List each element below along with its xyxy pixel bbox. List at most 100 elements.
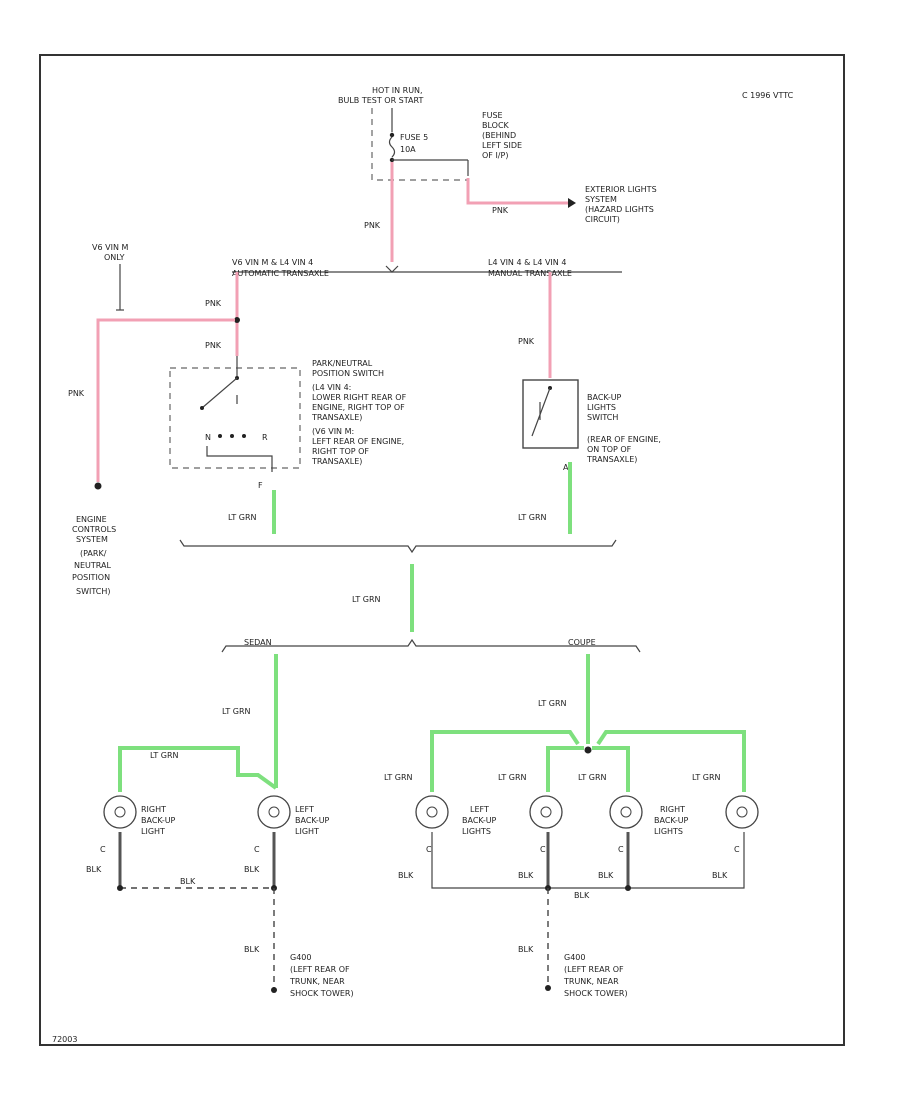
manual-pnk-label: PNK [518, 337, 535, 346]
sedan-left-light-label-1: LEFT [295, 805, 314, 814]
coupe-ground-blk-label: BLK [518, 945, 534, 954]
merge-brace [179, 539, 617, 554]
backup-lights-switch: BACK-UP LIGHTS SWITCH (REAR OF ENGINE, O… [522, 379, 661, 472]
coupe-right-inner-term-c: C [618, 845, 624, 854]
coupe-left-lights-label-1: LEFT [470, 805, 489, 814]
coupe-blk-label-4: BLK [712, 871, 728, 880]
pnp-contact-n [218, 434, 222, 438]
coupe-left-inner-bulb [529, 795, 563, 829]
sedan-left-filament [268, 806, 280, 818]
v6-only-label-1: V6 VIN M [92, 243, 128, 252]
fuse-amp-label: 10A [400, 145, 416, 154]
backup-switch-arm [531, 387, 551, 437]
fuse-pnk-label: PNK [364, 221, 381, 230]
backup-switch-label-4: (REAR OF ENGINE, [587, 435, 661, 444]
sedan-ground-label-2: (LEFT REAR OF [290, 965, 350, 974]
sedan-right-filament [114, 806, 126, 818]
auto-pnk-label-1: PNK [205, 299, 222, 308]
coupe-left-lights-label-2: BACK-UP [462, 816, 497, 825]
coupe-inner-left-ltgrn [546, 746, 584, 792]
coupe-right-outer-filament [736, 806, 748, 818]
engine-controls-label-1: ENGINE [76, 515, 107, 524]
fuse-block-label-1: FUSE [482, 111, 503, 120]
coupe-ground-label-4: SHOCK TOWER) [564, 989, 628, 998]
coupe-right-inner-bulb [609, 795, 643, 829]
ext-lights-label-4: CIRCUIT) [585, 215, 620, 224]
fuse-block-label-5: OF I/P) [482, 151, 508, 160]
part-number-label: 72003 [52, 1035, 77, 1044]
sedan-right-light-label-3: LIGHT [141, 827, 165, 836]
backup-switch-label-6: TRANSAXLE) [586, 455, 637, 464]
option-bus-split [385, 265, 399, 273]
pnp-contact-p [200, 406, 204, 410]
fuse-name-label: FUSE 5 [400, 133, 428, 142]
backup-switch-label-5: ON TOP OF [587, 445, 632, 454]
sedan-right-ltgrn-label: LT GRN [150, 751, 179, 760]
sedan-ground-label-3: TRUNK, NEAR [289, 977, 345, 986]
coupe-outer-left-ltgrn [430, 730, 580, 792]
coupe-inner-right-ltgrn [592, 746, 630, 792]
pnp-contact-d [230, 434, 234, 438]
coupe-left-lights-label-3: LIGHTS [462, 827, 491, 836]
engine-controls-label-7: SWITCH) [76, 587, 111, 596]
coupe-blk-label-1: BLK [398, 871, 414, 880]
coupe-right-inner-filament [620, 806, 632, 818]
pnp-switch-outline [169, 367, 301, 469]
coupe-right-outer-bulb [725, 795, 759, 829]
pnp-term-n: N [205, 433, 211, 442]
coupe-blk-label-3: BLK [598, 871, 614, 880]
fuse-top-terminal [389, 132, 395, 138]
coupe-left-outer-filament [426, 806, 438, 818]
engine-controls-label-3: SYSTEM [76, 535, 108, 544]
engine-controls-label-6: POSITION [72, 573, 110, 582]
sedan-left-light-label-2: BACK-UP [295, 816, 330, 825]
pnp-label-1: PARK/NEUTRAL [312, 359, 373, 368]
engine-controls-label-2: CONTROLS [72, 525, 116, 534]
backup-switch-label-3: SWITCH [587, 413, 618, 422]
v6-only-label-2: ONLY [104, 253, 125, 262]
auto-trans-label-2: AUTOMATIC TRANSAXLE [232, 269, 329, 278]
sedan-ground-label-4: SHOCK TOWER) [290, 989, 354, 998]
coupe-outer-right-ltgrn [596, 730, 746, 792]
pnp-ltgrn-label: LT GRN [228, 513, 257, 522]
coupe-blk-label-2: BLK [518, 871, 534, 880]
coupe-left-inner-term-c: C [540, 845, 546, 854]
hazard-arrow [568, 198, 576, 208]
auto-pnk-label-2: PNK [205, 341, 222, 350]
ext-lights-label-3: (HAZARD LIGHTS [585, 205, 654, 214]
backup-switch-ltgrn-label: LT GRN [518, 513, 547, 522]
fuse-element [388, 136, 396, 158]
coupe-ground-point [545, 985, 551, 991]
hazard-pnk-wire [466, 178, 568, 205]
pnp-output-wire [206, 446, 273, 472]
coupe-left-outer-term-c: C [426, 845, 432, 854]
bulb-test-label: BULB TEST OR START [338, 96, 423, 105]
ext-lights-label-2: SYSTEM [585, 195, 617, 204]
main-ltgrn-label: LT GRN [352, 595, 381, 604]
engine-controls-label-5: NEUTRAL [74, 561, 111, 570]
sedan-right-blk-label: BLK [86, 865, 102, 874]
hazard-pnk-label: PNK [492, 206, 509, 215]
pnp-label-2: POSITION SWITCH [312, 369, 384, 378]
sedan-right-bulb [103, 795, 137, 829]
pnp-label-8: LEFT REAR OF ENGINE, [312, 437, 404, 446]
backup-switch-label-2: LIGHTS [587, 403, 616, 412]
coupe-ltgrn-label-1: LT GRN [384, 773, 413, 782]
fuse-block: HOT IN RUN, BULB TEST OR START FUSE 5 10… [338, 86, 522, 181]
sedan-left-term-c: C [254, 845, 260, 854]
backup-switch-box [522, 379, 579, 449]
sedan-ground-bus-label: BLK [180, 877, 196, 886]
sedan-left-backup-light: LEFT BACK-UP LIGHT C [254, 795, 330, 854]
fuse-block-label-2: BLOCK [482, 121, 510, 130]
sedan-right-light-label-1: RIGHT [141, 805, 166, 814]
ext-lights-label-1: EXTERIOR LIGHTS [585, 185, 657, 194]
coupe-ltgrn-label-4: LT GRN [692, 773, 721, 782]
auto-trans-label-1: V6 VIN M & L4 VIN 4 [232, 258, 313, 267]
coupe-splice-node [584, 746, 592, 754]
pnp-contact-arm [201, 377, 238, 409]
body-style-split [221, 638, 641, 653]
sedan-right-ltgrn-wire [118, 746, 278, 792]
sedan-left-blk-label: BLK [244, 865, 260, 874]
pnp-label-4: LOWER RIGHT REAR OF [312, 393, 407, 402]
